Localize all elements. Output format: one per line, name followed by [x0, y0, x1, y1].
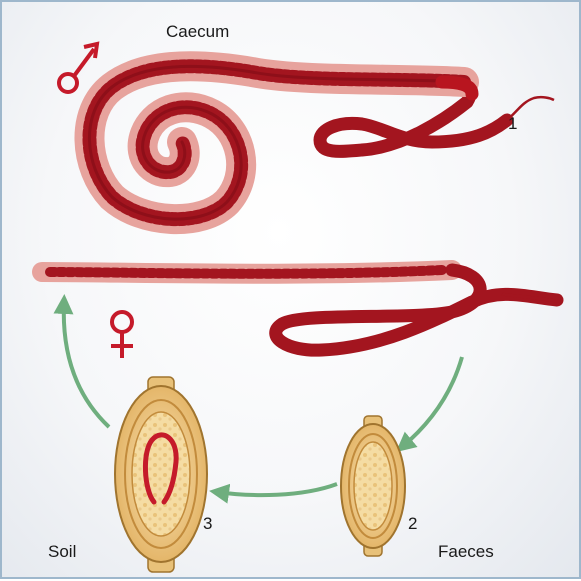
egg-unembryonated: [341, 416, 405, 556]
arrow-to-host: [64, 302, 109, 427]
label-soil: Soil: [48, 542, 76, 562]
label-caecum: Caecum: [166, 22, 229, 42]
female-symbol-icon: [111, 312, 133, 358]
label-stage-1: 1: [508, 114, 517, 134]
arrow-to-soil: [217, 484, 337, 495]
male-worm: [89, 66, 554, 219]
label-stage-3: 3: [203, 514, 212, 534]
female-worm-gut: [50, 270, 442, 274]
label-stage-2: 2: [408, 514, 417, 534]
egg-embryonated: [115, 377, 207, 572]
arrow-faeces: [402, 357, 462, 447]
label-faeces: Faeces: [438, 542, 494, 562]
male-symbol-icon: [59, 44, 97, 92]
